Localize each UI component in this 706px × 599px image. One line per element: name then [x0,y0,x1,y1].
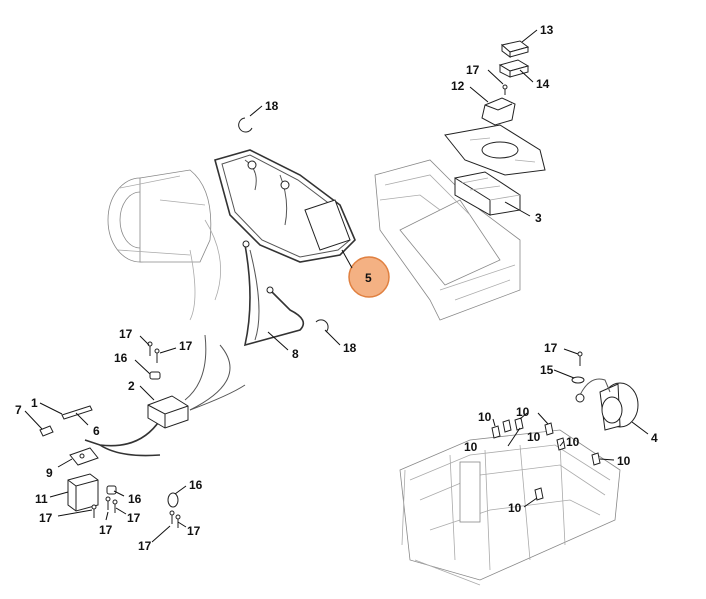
callout-13: 13 [540,23,554,37]
part-2-module [147,395,189,429]
callout-12: 12 [451,79,465,93]
callout-10: 10 [508,501,522,515]
callout-17: 17 [179,339,193,353]
part-9-clip [69,447,99,466]
callout-10: 10 [527,430,541,444]
part-16-grommet-mid [106,485,117,495]
callout-5: 5 [365,271,372,285]
callout-17: 17 [138,539,152,553]
part-18-ring-lower [315,319,329,333]
part-17-screws-upper [147,341,160,363]
callout-18: 18 [265,99,279,113]
part-18-ring-upper [238,117,253,133]
callout-16: 16 [128,492,142,506]
part-4-motor [599,382,639,431]
part-2-harness-wires [84,334,246,457]
callout-14: 14 [536,77,550,91]
callout-9: 9 [46,466,53,480]
callout-6: 6 [93,424,100,438]
callout-1: 1 [31,396,38,410]
part-5-wire-harness [214,149,356,263]
callout-18: 18 [343,341,357,355]
part-14-connector [498,59,530,78]
callout-16: 16 [189,478,203,492]
callout-17: 17 [187,524,201,538]
callout-17: 17 [127,511,141,525]
callout-17: 17 [466,63,480,77]
part-7-plug [39,425,54,437]
part-13-cap [500,40,530,58]
callout-15: 15 [540,363,554,377]
part-1-pin [61,405,93,420]
part-11-housing [67,473,99,512]
part-17-screw-right [577,351,583,366]
callout-4: 4 [651,431,658,445]
callout-10: 10 [464,440,478,454]
part-10-clips [491,417,601,501]
callout-10: 10 [478,410,492,424]
part-15-washer [571,376,585,384]
callout-8: 8 [292,347,299,361]
callout-17: 17 [544,341,558,355]
mounting-bracket [444,124,546,176]
lower-housing-ghost [399,429,621,586]
callout-17: 17 [119,327,133,341]
part-17-screws-lower [91,496,181,528]
callout-2: 2 [128,379,135,393]
callout-17: 17 [39,511,53,525]
part-16-grommet-right [167,492,179,508]
part-12-cover [481,84,516,126]
part-16-grommet-upper [149,371,161,380]
callout-17: 17 [99,523,113,537]
leader-lines [24,29,649,543]
callout-7: 7 [15,403,22,417]
callout-10: 10 [617,454,631,468]
callout-10: 10 [516,405,530,419]
part-8-cable [242,240,305,347]
callout-labels: 13 17 14 12 18 3 5 18 8 17 17 16 2 1 7 6… [15,23,658,553]
part-3-control-box [454,171,521,216]
callout-3: 3 [535,211,542,225]
chassis-upper-ghost [374,159,521,321]
callout-10: 10 [566,435,580,449]
callout-16: 16 [114,351,128,365]
motor-lead-wire [575,378,611,403]
blower-motor-ghost [107,169,221,321]
part-5-highlight [348,256,390,298]
callout-11: 11 [35,492,48,506]
